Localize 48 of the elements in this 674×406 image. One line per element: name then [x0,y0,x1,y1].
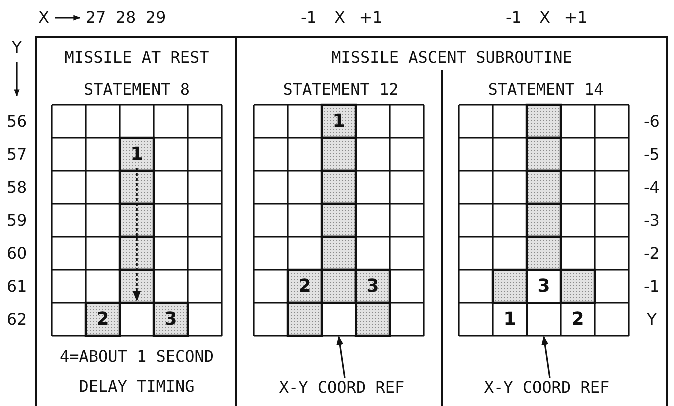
panel-title: STATEMENT 14 [488,80,604,100]
cell-number: 2 [298,276,312,296]
panel [35,36,237,406]
cell-number: 1 [332,112,346,132]
axis-label: X [334,8,346,28]
axis-label: +1 [359,8,383,28]
leader-arrow [542,336,551,378]
cell-number: 1 [130,144,144,164]
axis-label: Y [12,38,22,58]
axis-label: -4 [644,178,660,198]
panel-title: STATEMENT 12 [283,80,399,100]
axis-label: -1 [301,8,317,28]
grid-cell [527,303,561,336]
axis-label: -5 [644,144,660,164]
axis-label: 60 [6,244,28,264]
axis-label: 58 [6,178,28,198]
axis-label: 56 [6,112,28,132]
axis-label: -2 [644,244,660,264]
panel [237,36,668,406]
cell-number: 3 [366,276,380,296]
axis-label: 61 [6,276,28,296]
cell-number: 3 [538,276,550,296]
axis-label: -1 [644,276,660,296]
note: 4=ABOUT 1 SECOND DELAY TIMING [58,346,216,398]
axis-label: 27 [86,8,106,28]
cell-number: 3 [164,310,178,330]
axis-label: 29 [146,8,166,28]
axis-label: -1 [506,8,522,28]
panel-title: STATEMENT 8 [84,80,190,100]
cell-number: 2 [96,310,110,330]
axis-label: X [540,8,550,28]
axis-label: Y [647,310,657,330]
axis-label: +1 [564,8,588,28]
cell-number: 1 [504,310,516,330]
panel-title: MISSILE AT REST [64,48,210,68]
axis-label: -6 [644,112,660,132]
cell-number: 2 [572,310,584,330]
axis-label: 57 [6,144,28,164]
callout-text: X-Y COORD REF [481,377,613,399]
callout-text: X-Y COORD REF [276,377,408,399]
axis-label: X [38,8,50,28]
axis-label: -3 [644,210,660,230]
axis-label: 28 [116,8,136,28]
panel-title: MISSILE ASCENT SUBROUTINE [332,48,572,68]
axis-label: 59 [6,210,28,230]
leader-arrow [336,336,346,378]
grid-cell [322,303,356,336]
axis-label: 62 [6,310,28,330]
